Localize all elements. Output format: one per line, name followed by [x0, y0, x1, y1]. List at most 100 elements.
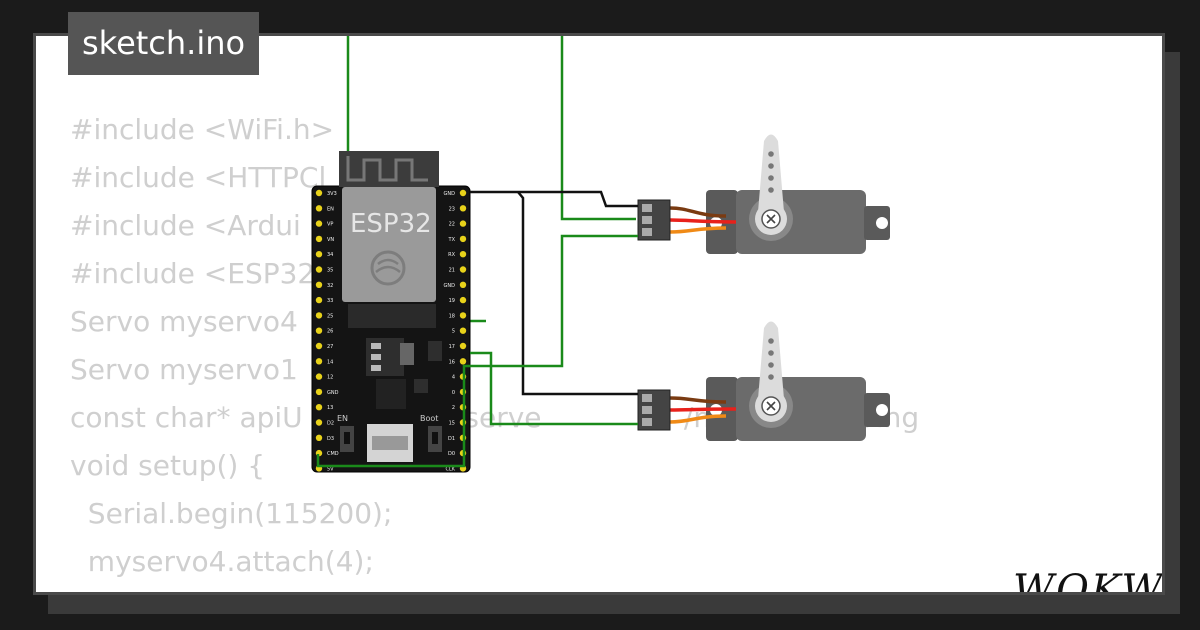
- pin-label: D1: [448, 436, 455, 442]
- pin-label: 22: [449, 222, 455, 228]
- header-pin[interactable]: [459, 251, 467, 258]
- pin-label: TX: [448, 237, 456, 243]
- pin-label: 5: [452, 329, 455, 335]
- boot-button-label: Boot: [420, 414, 438, 423]
- code-line: #include <ESP32: [70, 257, 316, 290]
- en-button-label: EN: [337, 414, 348, 423]
- pin-label: 15: [449, 421, 455, 427]
- pin-label: 5V: [327, 466, 334, 472]
- wire-green-right-vertical[interactable]: [560, 36, 636, 221]
- svg-text:WOKWi: WOKWi: [1013, 567, 1165, 595]
- pin-label: 3V3: [327, 191, 337, 197]
- header-pin[interactable]: [315, 342, 323, 350]
- header-pin[interactable]: [315, 281, 323, 288]
- header-pin[interactable]: [315, 373, 323, 380]
- servo-top[interactable]: [706, 134, 890, 255]
- wire-black-gnd-bottom[interactable]: [517, 191, 638, 396]
- pin-label: D0: [448, 451, 455, 457]
- header-pin[interactable]: [459, 189, 467, 197]
- header-pin[interactable]: [315, 296, 323, 304]
- header-pin[interactable]: [459, 205, 467, 212]
- pin-label: VN: [327, 237, 334, 243]
- header-pin[interactable]: [459, 235, 467, 243]
- header-pin[interactable]: [315, 419, 323, 426]
- servo-bottom-cable: [669, 396, 737, 424]
- header-pin[interactable]: [315, 404, 323, 411]
- header-pin[interactable]: [459, 266, 467, 273]
- pin-label: 2: [452, 405, 455, 411]
- wire-green-servo-top-signal[interactable]: [470, 234, 638, 368]
- pin-label: CMD: [327, 451, 339, 457]
- header-pin[interactable]: [315, 327, 323, 334]
- code-line: Servo myservo1: [70, 353, 298, 386]
- pin-label: 13: [327, 405, 333, 411]
- header-pin[interactable]: [315, 434, 323, 441]
- pin-label: RX: [448, 252, 455, 258]
- pin-label: 0: [452, 390, 455, 396]
- pin-label: 16: [449, 359, 455, 365]
- pin-label: 26: [327, 329, 333, 335]
- servo-top-cable: [669, 206, 737, 234]
- header-pin[interactable]: [459, 312, 467, 319]
- header-pin[interactable]: [459, 342, 467, 350]
- servo-bottom[interactable]: [706, 321, 890, 442]
- pin-label: GND: [444, 191, 456, 197]
- code-line: Servo myservo4: [70, 305, 298, 338]
- pin-label: GND: [327, 390, 339, 396]
- pin-label: D2: [327, 421, 334, 427]
- header-pin[interactable]: [315, 220, 323, 227]
- pin-label: VP: [327, 222, 333, 228]
- code-line: Serial.begin(115200);: [70, 497, 393, 530]
- pin-label: CLK: [445, 466, 455, 472]
- pin-label: 14: [327, 359, 333, 365]
- wire-green-5v-loop[interactable]: [316, 364, 470, 468]
- header-pin[interactable]: [315, 358, 323, 365]
- pin-label: 35: [327, 268, 333, 274]
- code-line: #include <Ardui: [70, 209, 301, 242]
- code-line: #include <WiFi.h>: [70, 113, 335, 146]
- pin-label: 12: [327, 375, 333, 381]
- pin-label: 33: [327, 298, 333, 304]
- pin-label: D3: [327, 436, 334, 442]
- pin-label: 25: [327, 313, 333, 319]
- header-pin[interactable]: [315, 235, 323, 243]
- servo-top-connector[interactable]: [637, 199, 671, 241]
- pin-label: 18: [449, 313, 455, 319]
- code-line: void setup() {: [70, 449, 266, 482]
- pin-label: 32: [327, 283, 333, 289]
- header-pin[interactable]: [315, 266, 323, 273]
- pin-label: 23: [449, 206, 455, 212]
- header-pin[interactable]: [315, 251, 323, 258]
- header-pin[interactable]: [459, 220, 467, 227]
- diagram-card[interactable]: #include <WiFi.h> #include <HTTPCl #includ…: [33, 33, 1165, 595]
- pin-label: 27: [327, 344, 333, 350]
- wire-green-servo-bottom-signal[interactable]: [470, 351, 638, 426]
- code-line: myservo4.attach(4);: [70, 545, 374, 578]
- wire-black-gnd[interactable]: [470, 190, 638, 208]
- header-pin[interactable]: [459, 296, 467, 304]
- pin-label: 19: [449, 298, 455, 304]
- file-tab[interactable]: sketch.ino: [68, 12, 260, 75]
- pin-label: GND: [444, 283, 456, 289]
- header-pin[interactable]: [459, 358, 467, 365]
- code-preview: #include <WiFi.h> #include <HTTPCl #includ…: [70, 106, 919, 592]
- code-line: #include <HTTPCl: [70, 161, 327, 194]
- pin-label: 21: [449, 268, 455, 274]
- header-pin[interactable]: [315, 312, 323, 319]
- header-pin[interactable]: [315, 205, 323, 212]
- pin-label: 34: [327, 252, 333, 258]
- pin-label: EN: [327, 206, 334, 212]
- header-pin[interactable]: [315, 388, 323, 396]
- servo-bottom-connector[interactable]: [637, 389, 671, 431]
- pin-label: 4: [452, 375, 455, 381]
- pin-label: 17: [449, 344, 455, 350]
- header-pin[interactable]: [459, 327, 467, 334]
- wokwi-logo: WOKWi: [1013, 567, 1165, 595]
- board-label: ESP32: [350, 209, 432, 239]
- header-pin[interactable]: [315, 189, 323, 197]
- header-pin[interactable]: [459, 281, 467, 288]
